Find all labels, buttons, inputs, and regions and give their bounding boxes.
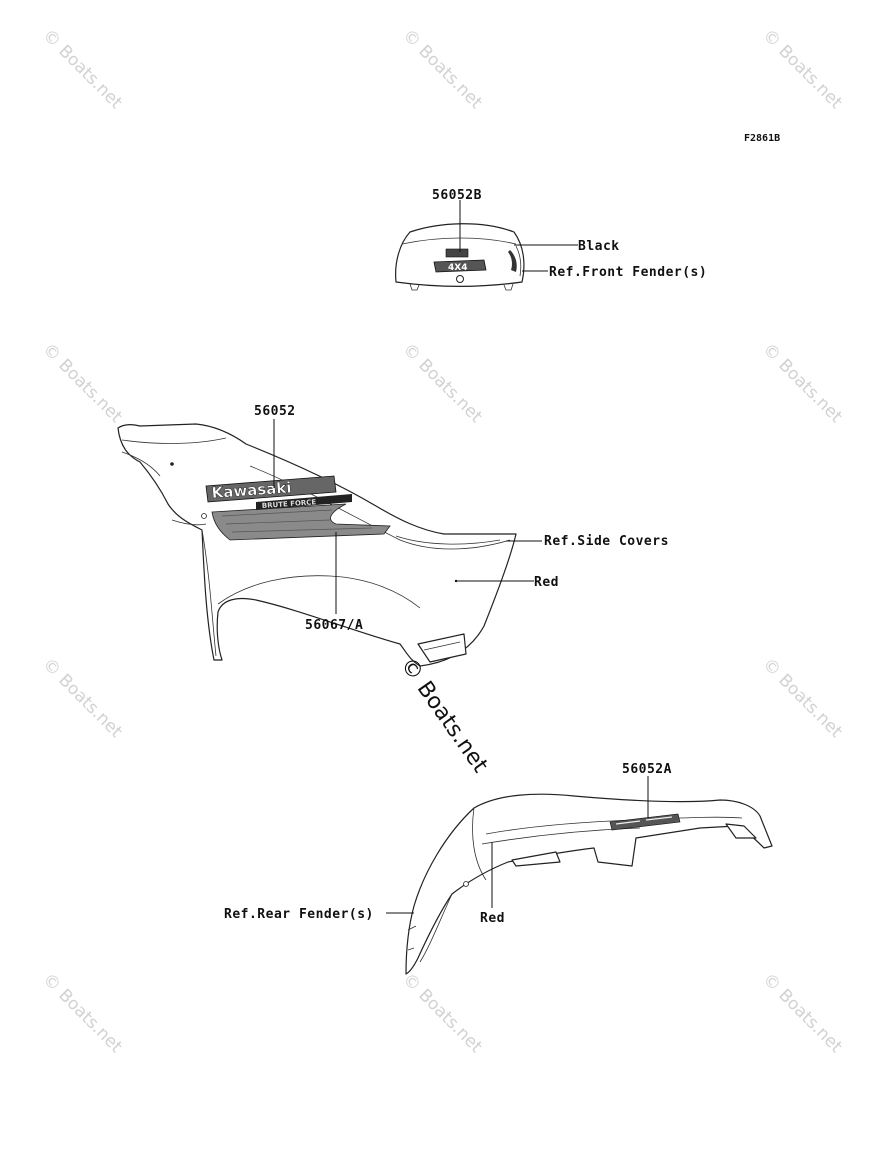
side-cover-part-number-bottom: 56067/A [305,618,363,633]
fender-4x4-decal: 4X4 [433,248,487,273]
watermark: © Boats.net [38,25,126,113]
model-decal-text: BRUTE FORCE [262,498,317,510]
rear-fender-reference-label: Ref.Rear Fender(s) [224,907,374,922]
watermark: © Boats.net [38,969,126,1057]
kawasaki-decal: Kawasaki BRUTE FORCE [205,475,352,510]
rear-fender-illustration [405,793,773,975]
watermark: © Boats.net [398,339,486,427]
watermark: © Boats.net [758,654,846,742]
watermark: © Boats.net [398,969,486,1057]
side-stripe-graphic [211,503,391,541]
watermark: © Boats.net [758,25,846,113]
side-cover-part-number-top: 56052 [254,404,296,419]
front-fender-part-number: 56052B [432,188,482,203]
rear-fender-part-number: 56052A [622,762,672,777]
front-fender-reference-label: Ref.Front Fender(s) [549,265,707,280]
watermark: © Boats.net [38,654,126,742]
watermark-center: © Boats.net [395,653,493,778]
side-cover-color-label: Red [534,575,559,590]
watermark: © Boats.net [398,25,486,113]
front-fender-color-label: Black [578,239,620,254]
watermark: © Boats.net [38,339,126,427]
diagram-code: F2861B [744,133,780,144]
brand-decal-text: Kawasaki [211,478,292,502]
drive-decal-text: 4X4 [448,263,467,273]
side-cover-reference-label: Ref.Side Covers [544,534,669,549]
rear-fender-color-label: Red [480,911,505,926]
watermark: © Boats.net [758,339,846,427]
front-fender-illustration: 4X4 [395,223,525,291]
watermark: © Boats.net [758,969,846,1057]
side-cover-illustration: Kawasaki BRUTE FORCE [117,423,517,667]
rear-fender-decal [609,813,681,831]
